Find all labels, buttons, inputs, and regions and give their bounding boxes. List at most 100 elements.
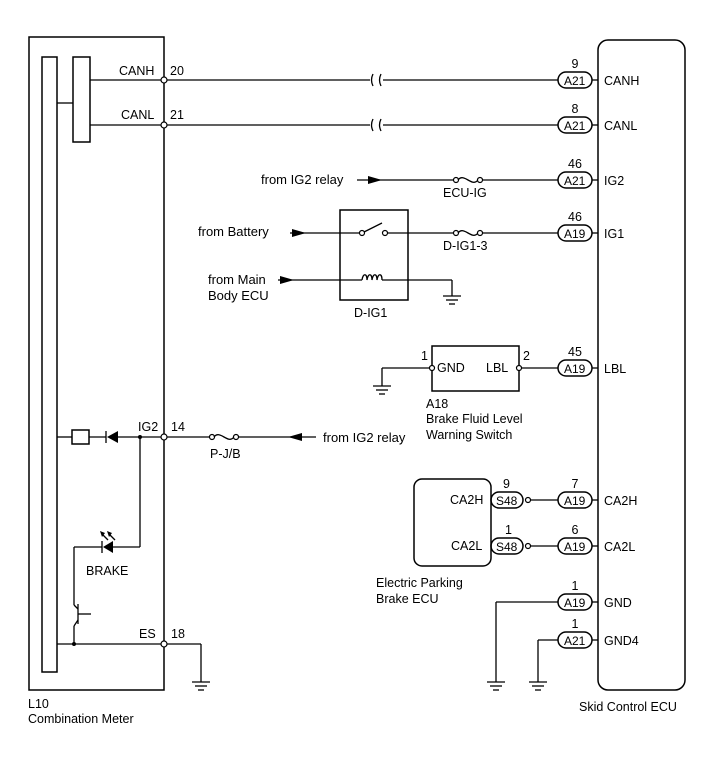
meter-pin-es-num: 18 — [171, 627, 185, 641]
ecu-terminal-name: CA2L — [604, 540, 635, 554]
connector-label: A19 — [564, 494, 586, 508]
connector-pin-number: 46 — [568, 157, 582, 171]
arrow-right-icon — [280, 276, 294, 284]
canh-wire — [167, 73, 558, 87]
ecu-gnd-wire — [487, 601, 558, 691]
connector-label: A21 — [564, 634, 586, 648]
switch-pin-lbl-num: 2 — [523, 349, 530, 363]
meter-pin-es-label: ES — [139, 627, 156, 641]
brake-fluid-switch-code: A18 — [426, 397, 448, 411]
skid-control-ecu: Skid Control ECU — [579, 39, 686, 714]
ecu-terminal-name: CANL — [604, 119, 637, 133]
combination-meter: BRAKE CANH 20 CANL 21 IG2 14 ES 18 L10 C… — [28, 36, 185, 726]
pjb-fuse-label: P-J/B — [210, 447, 241, 461]
ecu-terminal-name: CA2H — [604, 494, 637, 508]
skid-control-ecu-outline — [597, 39, 686, 691]
brake-fluid-level-switch: 1 GND 2 LBL A18 Brake Fluid Level Warnin… — [373, 345, 558, 442]
can-transceiver-block — [72, 56, 91, 143]
meter-pin-ig2-num: 14 — [171, 420, 185, 434]
ecu-ig-fuse-label: ECU-IG — [443, 186, 487, 200]
from-main-body-ecu-line2: Body ECU — [208, 288, 269, 303]
epb-ecu-line1: Electric Parking — [376, 576, 463, 590]
ecu-terminal-name: LBL — [604, 362, 626, 376]
meter-internal-bar — [41, 56, 58, 673]
arrow-right-icon — [368, 176, 382, 184]
connector-pin-number: 9 — [572, 57, 579, 71]
connector-label: A19 — [564, 227, 586, 241]
epb-ca2l-label: CA2L — [451, 539, 482, 553]
skid-control-ecu-name: Skid Control ECU — [579, 700, 677, 714]
connector-label: A21 — [564, 174, 586, 188]
d-ig1-3-fuse-label: D-IG1-3 — [443, 239, 488, 253]
from-battery-label: from Battery — [198, 224, 269, 239]
connector-pin-number: 7 — [572, 477, 579, 491]
canl-wire — [167, 118, 558, 132]
s48-ca2h-pin: 9 — [503, 477, 510, 491]
brake-fluid-switch-line2: Warning Switch — [426, 428, 512, 442]
combination-meter-code: L10 — [28, 697, 49, 711]
from-main-body-ecu-line1: from Main — [208, 272, 266, 287]
brake-led-label: BRAKE — [86, 564, 128, 578]
switch-pin-gnd-label: GND — [437, 361, 465, 375]
combination-meter-name: Combination Meter — [28, 712, 134, 726]
connector-pin-number: 1 — [572, 579, 579, 593]
meter-ig2-load — [71, 429, 90, 445]
epb-ecu-line2: Brake ECU — [376, 592, 439, 606]
meter-pin-canh-label: CANH — [119, 64, 154, 78]
electric-parking-brake-ecu: CA2H CA2L Electric Parking Brake ECU S48… — [376, 477, 558, 606]
meter-ig2-feed: P-J/B from IG2 relay — [167, 430, 406, 461]
battery-feed: from Battery D-IG1-3 — [198, 224, 558, 253]
switch-pin-gnd-num: 1 — [421, 349, 428, 363]
meter-pin-canl-label: CANL — [121, 108, 154, 122]
s48-ca2l-connector-label: S48 — [496, 540, 518, 554]
s48-ca2h-connector — [490, 491, 524, 509]
main-body-ecu-feed: from Main Body ECU — [208, 272, 362, 303]
ecu-ig-fuse-icon — [457, 177, 479, 183]
combination-meter-outline — [28, 36, 165, 691]
ig2-relay-feed: from IG2 relay ECU-IG — [261, 172, 558, 200]
connector-pin-number: 6 — [572, 523, 579, 537]
connector-label: A19 — [564, 540, 586, 554]
d-ig1-relay: D-IG1 — [339, 209, 461, 320]
ecu-terminal-name: IG1 — [604, 227, 624, 241]
d-ig1-relay-label: D-IG1 — [354, 306, 387, 320]
d-ig1-relay-outline — [339, 209, 409, 301]
arrow-right-icon — [292, 229, 306, 237]
meter-pin-canh-num: 20 — [170, 64, 184, 78]
connector-label: A19 — [564, 596, 586, 610]
arrow-left-icon — [288, 433, 302, 441]
diode-icon — [107, 431, 118, 443]
s48-ca2h-connector-label: S48 — [496, 494, 518, 508]
ecu-gnd4-wire — [529, 639, 558, 691]
connector-pin-number: 8 — [572, 102, 579, 116]
relay-switch-icon — [363, 222, 383, 233]
relay-coil-icon — [361, 274, 383, 281]
meter-pin-canl-num: 21 — [170, 108, 184, 122]
ecu-terminal-name: GND4 — [604, 634, 639, 648]
meter-pin-ig2-label: IG2 — [138, 420, 158, 434]
connector-label: A21 — [564, 119, 586, 133]
meter-es-ground-icon — [167, 643, 210, 691]
s48-ca2l-connector — [490, 537, 524, 555]
pjb-fuse-icon — [213, 434, 235, 440]
d-ig1-3-fuse-icon — [457, 230, 479, 236]
brake-led-icon — [103, 541, 113, 553]
connector-pin-number: 1 — [572, 617, 579, 631]
ecu-terminal-name: IG2 — [604, 174, 624, 188]
s48-ca2l-pin: 1 — [505, 523, 512, 537]
connector-pin-number: 45 — [568, 345, 582, 359]
switch-pin-lbl-label: LBL — [486, 361, 508, 375]
connector-label: A21 — [564, 74, 586, 88]
connector-label: A19 — [564, 362, 586, 376]
epb-ecu-outline — [413, 478, 492, 567]
from-ig2-relay-bottom-label: from IG2 relay — [323, 430, 406, 445]
brake-fluid-switch-line1: Brake Fluid Level — [426, 412, 523, 426]
ecu-terminal-name: GND — [604, 596, 632, 610]
